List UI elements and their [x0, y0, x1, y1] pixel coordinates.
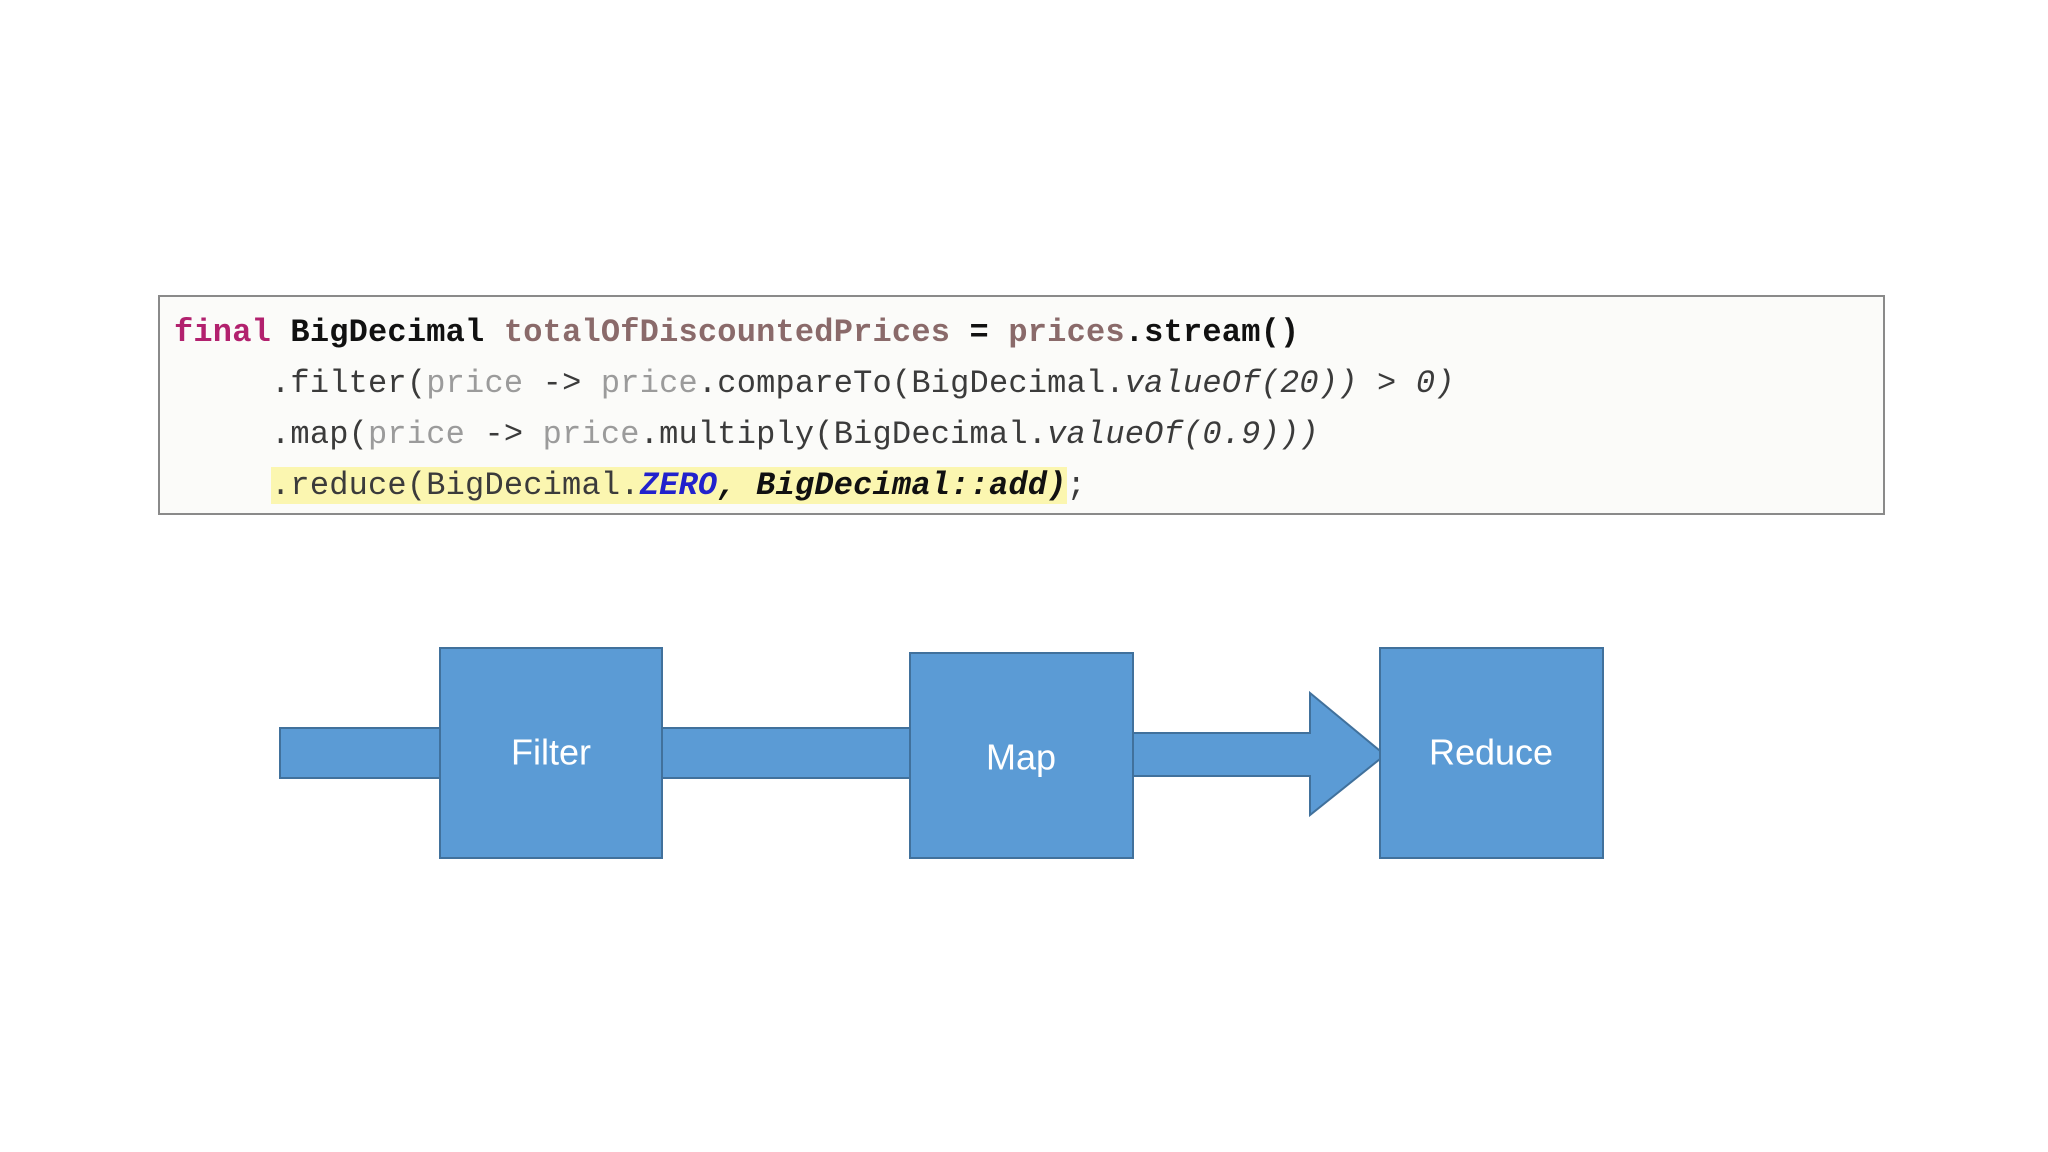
code-line-1: final BigDecimal totalOfDiscountedPrices… — [160, 307, 1883, 358]
token-constant-zero: ZERO — [639, 467, 718, 504]
token-receiver-prices: prices — [1008, 314, 1125, 351]
pipeline-diagram: Filter Map Reduce — [0, 600, 2048, 940]
token-compareto-body: .compareTo(BigDecimal. — [697, 365, 1125, 402]
token-semicolon: ; — [1066, 467, 1086, 504]
stage-box-map[interactable] — [909, 652, 1134, 859]
code-block: final BigDecimal totalOfDiscountedPrices… — [158, 295, 1885, 515]
token-indent — [174, 416, 271, 453]
token-lambda-arrow: -> — [523, 365, 601, 402]
token-lambda-param2: price — [542, 416, 640, 453]
stage-label-filter: Filter — [511, 732, 591, 773]
stage-label-reduce: Reduce — [1429, 732, 1553, 773]
token-keyword-final: final — [174, 314, 272, 351]
token-lambda-param2: price — [600, 365, 698, 402]
code-line-3: .map(price -> price.multiply(BigDecimal.… — [160, 409, 1883, 460]
token-stream-call: .stream() — [1124, 314, 1300, 351]
token-lambda-arrow: -> — [465, 416, 543, 453]
token-space — [484, 314, 503, 351]
token-variable-name: totalOfDiscountedPrices — [503, 314, 951, 351]
connector-inlet-stub — [279, 727, 446, 779]
connector-map-to-reduce-arrow-icon — [1128, 690, 1387, 818]
code-line-2: .filter(price -> price.compareTo(BigDeci… — [160, 358, 1883, 409]
token-method-reference-add: BigDecimal::add) — [756, 467, 1067, 504]
token-multiply-body: .multiply(BigDecimal. — [639, 416, 1048, 453]
token-filter-call: .filter( — [271, 365, 427, 402]
token-lambda-param: price — [368, 416, 466, 453]
token-space — [271, 314, 290, 351]
token-indent — [174, 467, 271, 504]
stage-box-filter[interactable] — [439, 647, 663, 859]
connector-filter-to-map — [657, 727, 915, 779]
token-valueof-20: valueOf(20)) > 0) — [1124, 365, 1455, 402]
stage-label-map: Map — [986, 737, 1056, 778]
token-indent — [174, 365, 271, 402]
code-line-4: .reduce(BigDecimal.ZERO, BigDecimal::add… — [160, 460, 1883, 511]
stage-box-reduce[interactable] — [1379, 647, 1604, 859]
token-reduce-call: .reduce(BigDecimal. — [271, 467, 640, 504]
token-valueof-09: valueOf(0.9))) — [1047, 416, 1319, 453]
token-comma: , — [717, 467, 757, 504]
token-lambda-param: price — [426, 365, 524, 402]
token-assign-operator: = — [950, 314, 1009, 351]
token-map-call: .map( — [271, 416, 369, 453]
token-type-bigdecimal: BigDecimal — [290, 314, 485, 351]
